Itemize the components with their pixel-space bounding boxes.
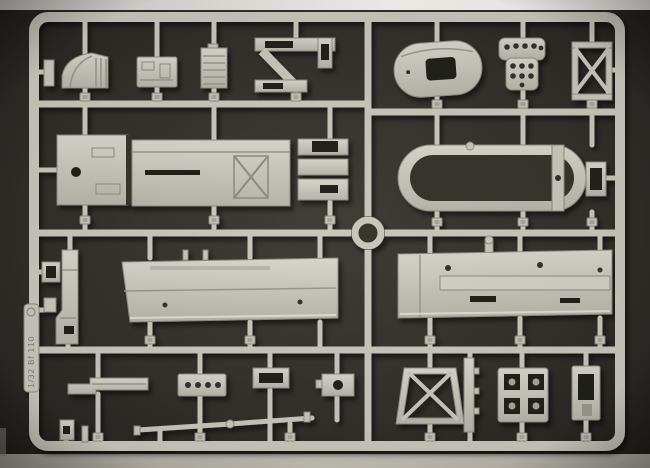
part-number-tag: [244, 335, 256, 345]
part-number-tag: [516, 432, 528, 442]
part-number-tag: [580, 432, 592, 442]
part-number-tag: [144, 335, 156, 345]
top-light-strip: [0, 0, 650, 10]
part-number-tag: [517, 217, 529, 227]
table-surface-strip: [0, 454, 650, 468]
part-number-tag: [151, 92, 163, 102]
part-number-tag: [517, 99, 529, 109]
part-number-tag: [79, 92, 91, 102]
part-radiator-stack: [200, 43, 228, 89]
part-number-tag: [514, 335, 526, 345]
part-engine-cowling: [393, 40, 483, 98]
part-number-tag: [424, 335, 436, 345]
table-edge-glow: [0, 428, 6, 456]
part-number-tag: [431, 99, 443, 109]
part-side-strip-left: [43, 59, 55, 87]
part-number-tag: [284, 432, 296, 442]
part-number-tag: [208, 92, 220, 102]
part-hatch-door: [571, 365, 601, 421]
part-number-tag: [586, 99, 598, 109]
part-circle-fitting: [315, 373, 355, 397]
part-small-hatch: [252, 367, 290, 389]
part-number-tag: [586, 217, 598, 227]
part-drilled-block: [177, 373, 227, 397]
part-number-tag: [290, 92, 302, 102]
part-number-tag: [594, 335, 606, 345]
part-tiny-bracket: [59, 419, 75, 441]
part-instrument-panel: [498, 37, 546, 91]
sprue-marking-text: 1/32 Bf 110: [27, 336, 36, 388]
part-number-tag: [92, 432, 104, 442]
part-fuselage-deck-assembly: [56, 134, 349, 207]
part-number-tag: [79, 215, 91, 225]
part-number-tag: [431, 217, 443, 227]
sprue-marking-tag: 1/32 Bf 110: [23, 303, 40, 393]
part-bulkhead-panel: [136, 56, 178, 88]
part-tiny-rod: [81, 425, 89, 443]
part-number-tag: [424, 432, 436, 442]
part-number-tag: [194, 432, 206, 442]
part-ring-fitting: [351, 216, 385, 250]
part-number-tag: [208, 215, 220, 225]
part-small-bracket: [41, 261, 61, 283]
part-radio-boxes: [497, 367, 549, 423]
part-number-tag: [324, 215, 336, 225]
